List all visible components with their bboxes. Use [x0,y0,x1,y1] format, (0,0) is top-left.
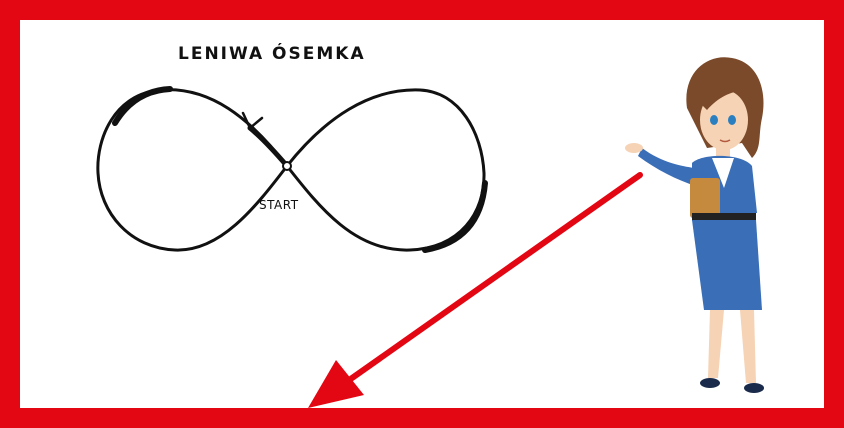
teacher-illustration [612,48,782,403]
